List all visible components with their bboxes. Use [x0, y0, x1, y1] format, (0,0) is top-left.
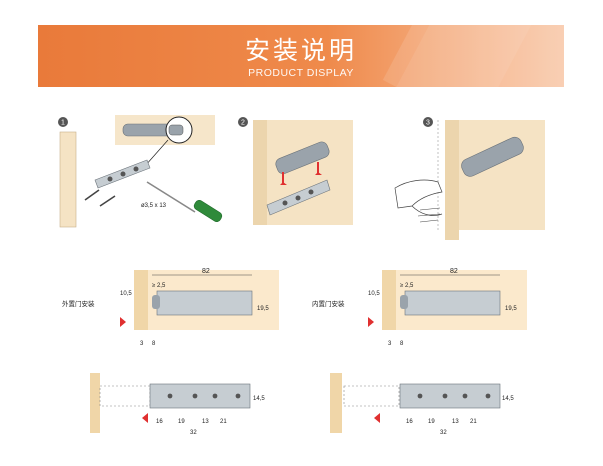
dim-1: 16	[406, 419, 413, 425]
screw	[99, 195, 116, 207]
damper-side-view	[404, 290, 501, 316]
step-number: 1	[61, 120, 65, 127]
dim-3: 13	[452, 419, 459, 425]
dim-3: 13	[202, 419, 209, 425]
red-marker	[120, 317, 126, 327]
step-1-illustration: 1 ø3,5 x 13	[58, 115, 223, 228]
plate-diagram-right: 14,5 16 19 13 21 32	[330, 373, 514, 436]
dim-bottom-b: 8	[152, 341, 156, 347]
header-banner: 安装说明 PRODUCT DISPLAY	[38, 25, 564, 87]
plate-side-view	[399, 383, 501, 409]
dim-height: 14,5	[253, 396, 265, 402]
dim-bottom-b: 8	[400, 341, 404, 347]
step-number: 2	[241, 120, 245, 127]
red-marker	[374, 413, 380, 423]
outer-door-diagram: 82 ≥ 2,5 10,5 19,5 3 8	[120, 268, 279, 347]
dim-bottom-a: 3	[140, 341, 144, 347]
dim-length: 82	[450, 268, 458, 275]
damper-body	[275, 141, 330, 175]
dim-height: 14,5	[502, 396, 514, 402]
dim-right: 19,5	[505, 306, 517, 312]
dim-left: 10,5	[120, 291, 132, 297]
screw-size-label: ø3,5 x 13	[141, 203, 167, 209]
dim-right: 19,5	[257, 306, 269, 312]
page-title: 安装说明	[244, 36, 357, 65]
dim-total: 32	[190, 430, 197, 436]
inner-door-label: 内置门安装	[312, 300, 345, 308]
hand-illustration	[394, 179, 443, 209]
dim-total: 32	[440, 430, 447, 436]
dim-4: 21	[220, 419, 227, 425]
step-number-badge	[58, 117, 68, 127]
plate-diagram-left: 14,5 16 19 13 21 32	[90, 373, 265, 436]
page-subtitle: PRODUCT DISPLAY	[248, 67, 354, 79]
dim-gap: ≥ 2,5	[400, 283, 414, 289]
dim-2: 19	[178, 419, 185, 425]
inner-door-diagram: 82 ≥ 2,5 10,5 19,5 3 8	[368, 268, 527, 347]
plate-side-view	[149, 383, 251, 409]
red-marker	[142, 413, 148, 423]
screw	[84, 189, 100, 201]
dim-bottom-a: 3	[388, 341, 392, 347]
step-number: 3	[426, 120, 430, 127]
dim-left: 10,5	[368, 291, 380, 297]
screwdriver-shaft	[146, 181, 196, 213]
damper-side-view	[156, 290, 253, 316]
dim-length: 82	[202, 268, 210, 275]
dim-gap: ≥ 2,5	[152, 283, 166, 289]
red-marker	[368, 317, 374, 327]
outer-door-label: 外置门安装	[62, 300, 95, 308]
damper-body	[461, 136, 524, 177]
step-2-illustration: 2	[238, 117, 353, 225]
dim-2: 19	[428, 419, 435, 425]
dim-1: 16	[156, 419, 163, 425]
screwdriver-handle	[193, 200, 223, 222]
dim-4: 21	[470, 419, 477, 425]
step-3-illustration: 3	[394, 117, 545, 240]
